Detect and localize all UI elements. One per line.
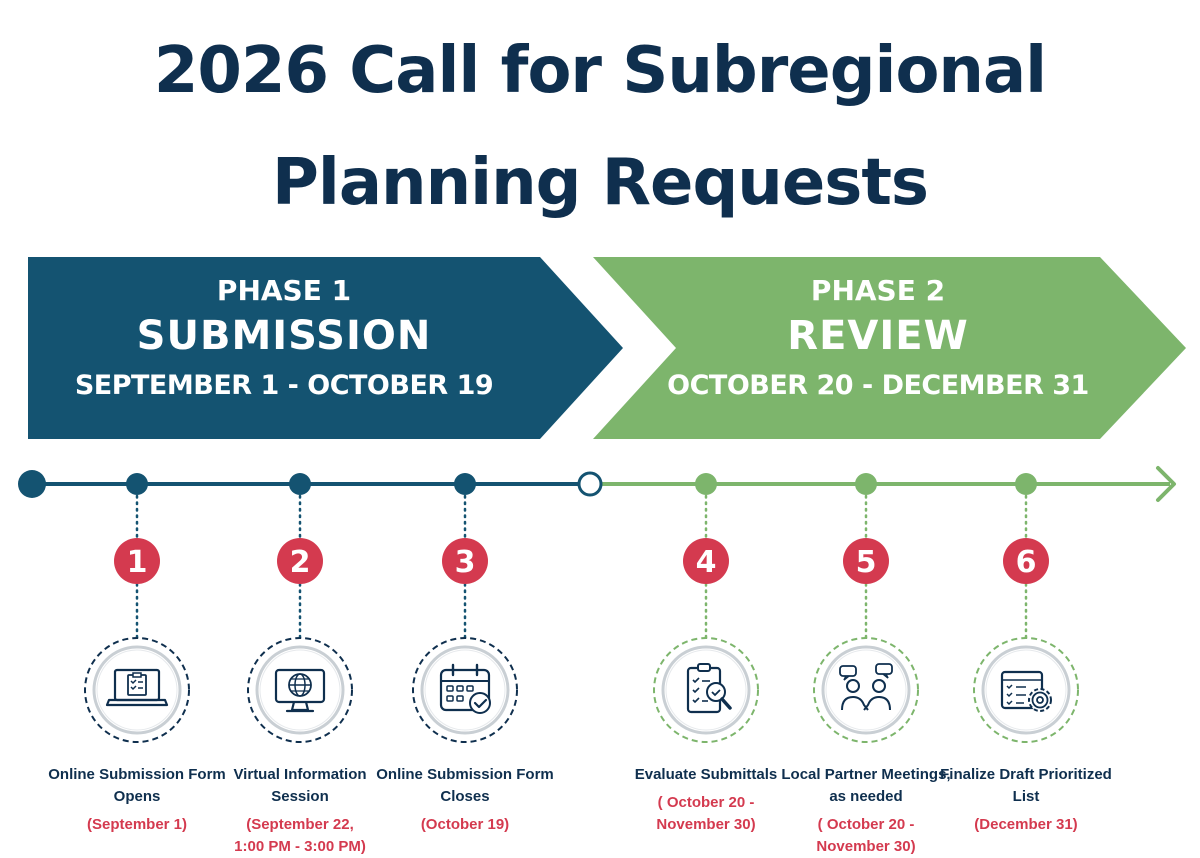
step-6-number: 6: [1016, 545, 1037, 580]
step-1-number: 1: [127, 545, 148, 580]
step-4-timeline-dot: [695, 473, 717, 495]
step-6-icon-ring: [973, 637, 1079, 743]
step-6-timeline-dot: [1015, 473, 1037, 495]
phase2-dates: OCTOBER 20 - DECEMBER 31: [667, 370, 1089, 401]
phase2-name: REVIEW: [787, 313, 969, 359]
step-6-label: Finalize Draft Prioritized List: [940, 766, 1112, 805]
timeline-arrow-head: [1156, 466, 1176, 502]
step-1-date: (September 1): [86, 816, 188, 833]
page-title-line-1: 2026 Call for Subregional: [153, 34, 1047, 108]
step-2-number-badge: [277, 538, 323, 584]
step-5-icon-ring: [813, 637, 919, 743]
step-5-number-badge: [843, 538, 889, 584]
step-2-timeline-dot: [289, 473, 311, 495]
step-5-date: ( October 20 - November 30): [816, 816, 916, 855]
page-title-line-2: Planning Requests: [272, 146, 929, 220]
phase1-name: SUBMISSION: [136, 313, 432, 359]
timeline-phase-divider-dot: [577, 471, 603, 497]
step-4-label: Evaluate Submittals: [634, 766, 778, 783]
step-3-date: (October 19): [420, 816, 510, 833]
step-3-number: 3: [455, 545, 476, 580]
phase2-label: PHASE 2: [810, 274, 946, 307]
phase1-chevron: [28, 257, 623, 439]
phase2-chevron: [593, 257, 1186, 439]
step-2-label: Virtual Information Session: [233, 766, 367, 805]
step-1-label: Online Submission Form Opens: [48, 766, 226, 805]
step-2-date: (September 22, 1:00 PM - 3:00 PM): [234, 816, 366, 855]
phase1-block: PHASE 1 SUBMISSION SEPTEMBER 1 - OCTOBER…: [24, 268, 544, 410]
step-1-icon-ring: [84, 637, 190, 743]
step-6-number-badge: [1003, 538, 1049, 584]
step-4-icon-ring: [653, 637, 759, 743]
step-2-number: 2: [290, 545, 311, 580]
step-5-label: Local Partner Meetings, as needed: [781, 766, 951, 805]
step-3-number-badge: [442, 538, 488, 584]
timeline-start-dot: [18, 470, 46, 498]
step-4-number: 4: [696, 545, 717, 580]
step-3-timeline-dot: [454, 473, 476, 495]
phase1-dates: SEPTEMBER 1 - OCTOBER 19: [74, 370, 494, 401]
step-1-number-badge: [114, 538, 160, 584]
step-4-number-badge: [683, 538, 729, 584]
step-4-date: ( October 20 - November 30): [656, 794, 756, 833]
phase2-block: PHASE 2 REVIEW OCTOBER 20 - DECEMBER 31: [618, 268, 1138, 410]
step-2-icon-ring: [247, 637, 353, 743]
step-3-label: Online Submission Form Closes: [376, 766, 554, 805]
step-5-timeline-dot: [855, 473, 877, 495]
step-6-date: (December 31): [974, 816, 1078, 833]
step-5-number: 5: [856, 545, 877, 580]
step-3-icon-ring: [412, 637, 518, 743]
phase1-label: PHASE 1: [216, 274, 352, 307]
step-1-timeline-dot: [126, 473, 148, 495]
